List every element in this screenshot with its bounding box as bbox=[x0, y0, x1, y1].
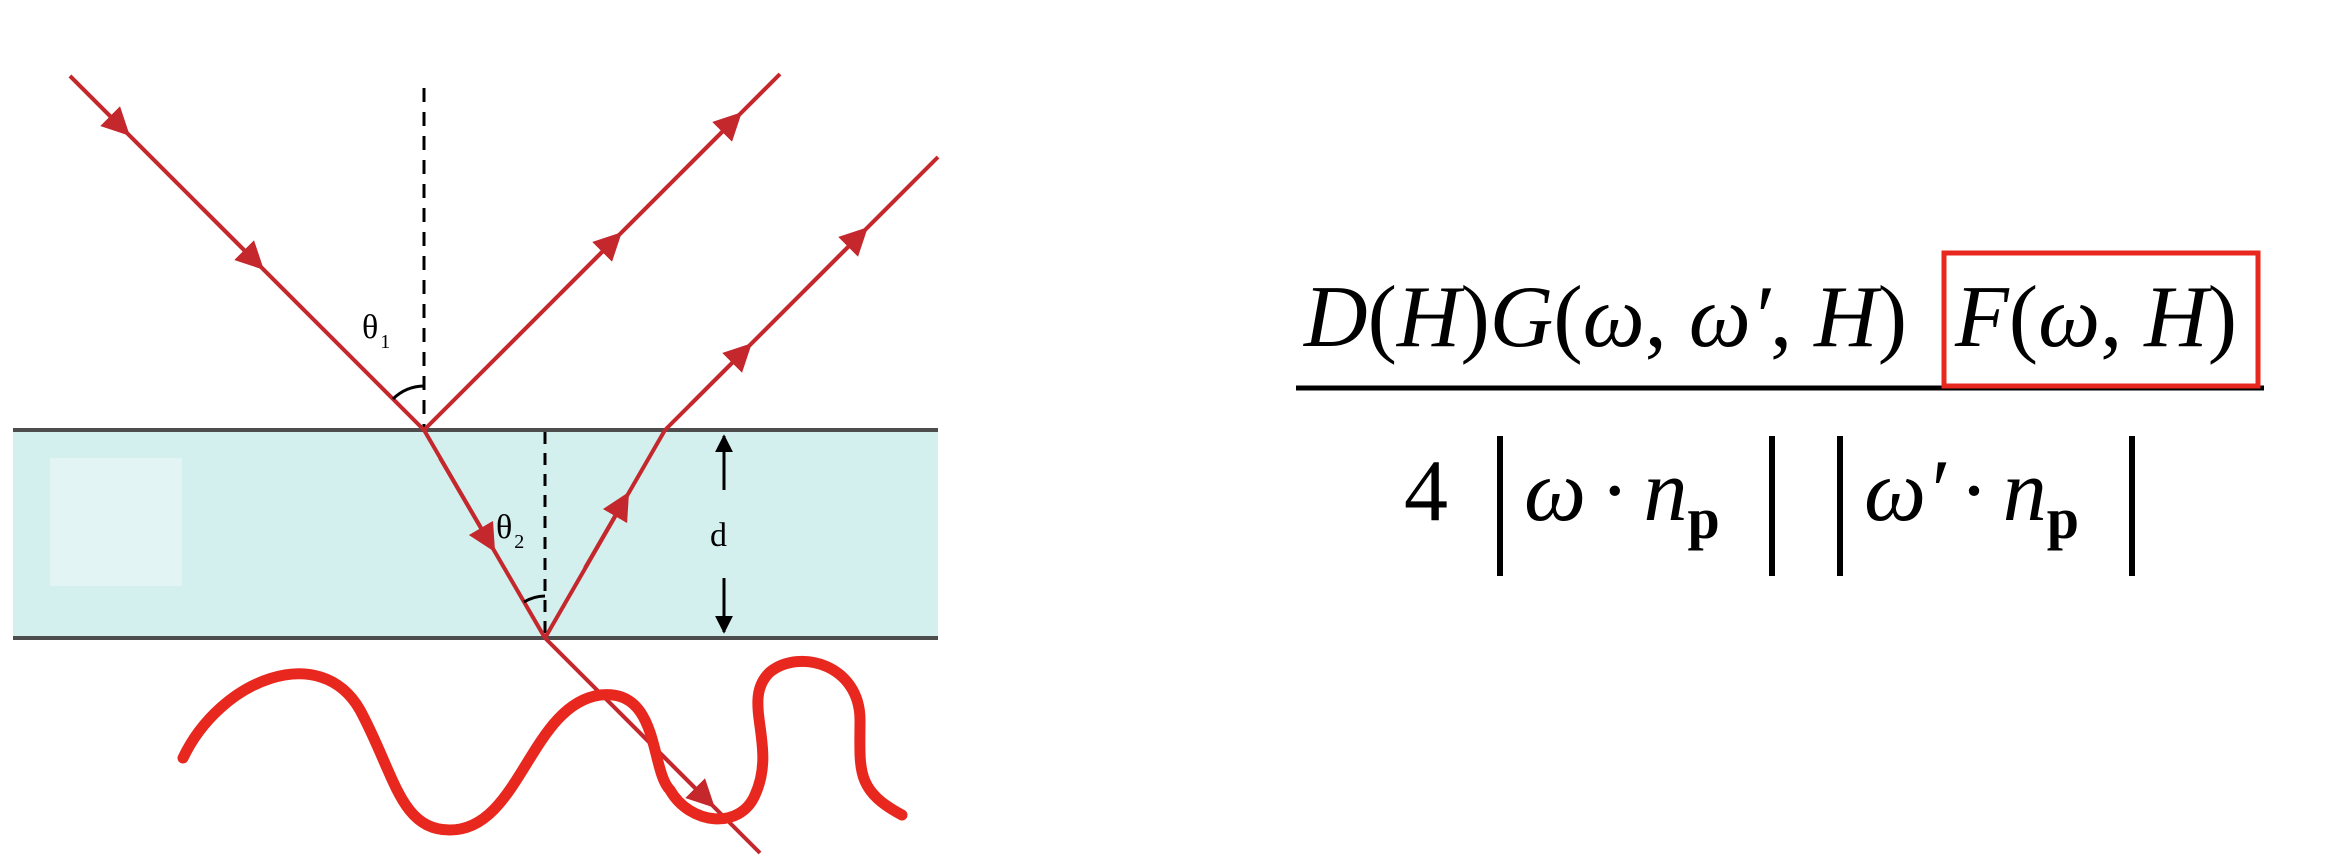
formula-numerator-highlighted-term: F(ω, H) bbox=[1954, 269, 2237, 366]
refracted-arrow-up bbox=[583, 491, 630, 570]
slab-highlight bbox=[50, 458, 182, 586]
denominator-term-1: ω·np bbox=[1524, 443, 1720, 551]
reflected-arrow-1 bbox=[558, 232, 622, 296]
denominator-four: 4 bbox=[1404, 443, 1448, 540]
denominator-term-2: ω′·np bbox=[1864, 443, 2079, 551]
wave-squiggle bbox=[177, 655, 908, 836]
formula-numerator: D(H)G(ω, ω′, H) bbox=[1303, 269, 1907, 366]
reflected-arrow-4 bbox=[802, 227, 868, 293]
reflected-arrow-3 bbox=[688, 343, 752, 407]
refracted-arrow-down bbox=[438, 456, 496, 553]
highlight-box bbox=[1941, 250, 2261, 389]
light-rays bbox=[68, 72, 940, 855]
thickness-label: d bbox=[710, 517, 727, 554]
incident-arrow-2 bbox=[198, 204, 264, 270]
theta1-arc bbox=[391, 384, 425, 401]
reflected-arrow-2 bbox=[678, 112, 742, 176]
theta2-arc bbox=[523, 594, 546, 604]
incident-arrow-1 bbox=[68, 74, 130, 136]
formula: D(H)G(ω, ω′, H) F(ω, H) 4 ω·np ω′·np bbox=[1296, 250, 2264, 576]
